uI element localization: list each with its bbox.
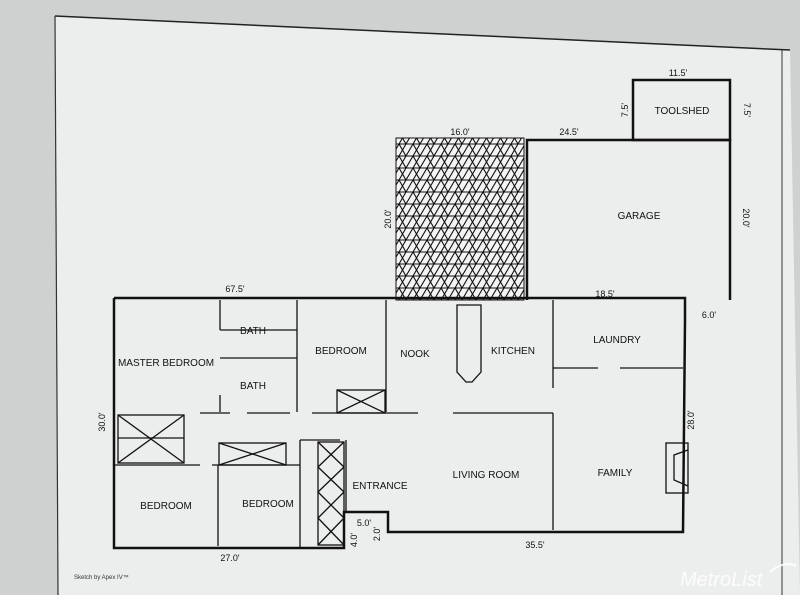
dim-toolshed-right: 7.5' xyxy=(742,103,752,118)
room-label-nook: NOOK xyxy=(400,349,430,360)
sketch-credit: Sketch by Apex IV™ xyxy=(74,574,129,581)
dim-garage-height: 20.0' xyxy=(741,208,751,228)
dim-garage-width: 24.5' xyxy=(559,127,579,137)
room-label-bedroom-bottom-left: BEDROOM xyxy=(140,501,192,512)
metrolist-watermark: MetroList xyxy=(680,563,797,591)
dim-garage-bottom: 18.5' xyxy=(595,289,615,299)
paper-edge-left xyxy=(54,15,59,595)
kitchen-counter xyxy=(456,304,482,383)
dim-notch-left: 4.0' xyxy=(349,533,359,548)
watermark-text: MetroList xyxy=(680,569,764,591)
room-label-toolshed: TOOLSHED xyxy=(655,106,710,117)
dim-house-bottom-left: 27.0' xyxy=(220,553,240,563)
room-label-master-bedroom: MASTER BEDROOM xyxy=(118,358,214,369)
dim-house-right-step: 6.0' xyxy=(702,310,717,320)
room-label-garage: GARAGE xyxy=(618,211,661,222)
room-label-bedroom-bottom-mid: BEDROOM xyxy=(242,499,294,510)
dim-notch-width: 5.0' xyxy=(357,518,372,528)
patio-hatch xyxy=(395,137,525,301)
dim-house-bottom-right: 35.5' xyxy=(525,540,545,550)
house-outline xyxy=(112,296,687,550)
dim-house-right: 28.0' xyxy=(686,410,696,430)
room-label-family: FAMILY xyxy=(598,468,633,479)
room-label-kitchen: KITCHEN xyxy=(491,346,535,357)
fireplace xyxy=(665,442,689,494)
watermark-swoosh-icon xyxy=(769,563,797,573)
garage-outline xyxy=(525,138,732,300)
room-label-laundry: LAUNDRY xyxy=(593,335,641,346)
paper-edge xyxy=(54,15,791,51)
dim-toolshed-left: 7.5' xyxy=(620,103,630,118)
dim-patio-height: 20.0' xyxy=(383,209,393,229)
room-label-bath-1: BATH xyxy=(240,326,266,337)
room-label-bath-2: BATH xyxy=(240,381,266,392)
dim-house-top: 67.5' xyxy=(225,284,245,294)
dim-house-left: 30.0' xyxy=(97,412,107,432)
room-label-entrance: ENTRANCE xyxy=(352,481,407,492)
interior-walls xyxy=(114,300,683,548)
dim-patio-width: 16.0' xyxy=(450,127,470,137)
room-label-living-room: LIVING ROOM xyxy=(453,470,520,481)
room-label-bedroom-top: BEDROOM xyxy=(315,346,367,357)
dim-notch-right: 2.0' xyxy=(372,527,382,542)
dim-toolshed-width: 11.5' xyxy=(669,68,688,78)
closets xyxy=(117,389,386,546)
